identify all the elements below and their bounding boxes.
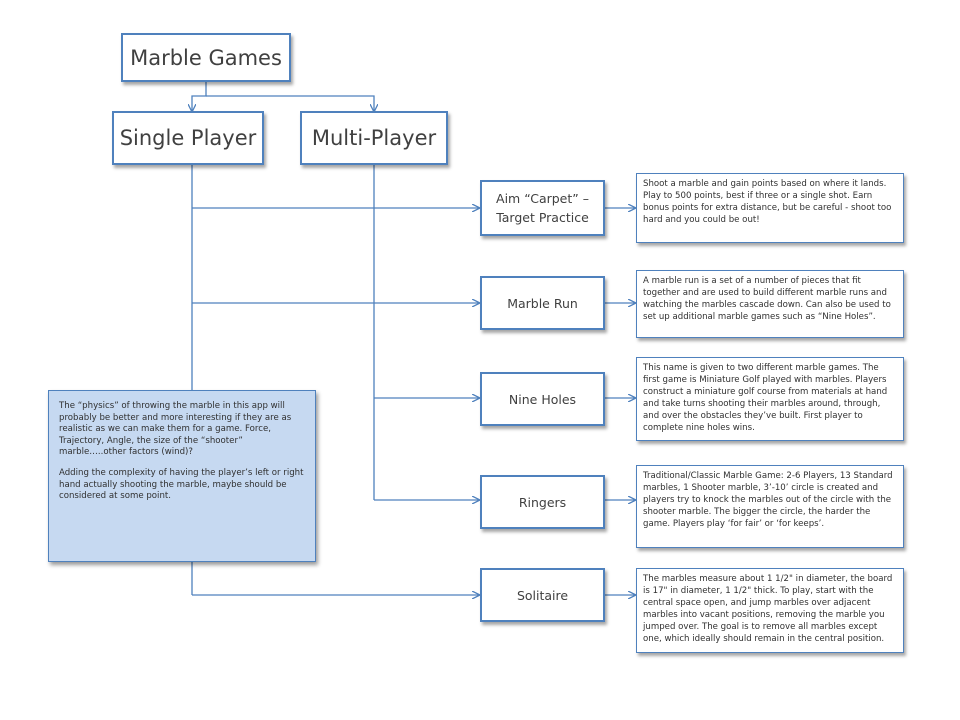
root-label: Marble Games — [130, 45, 282, 70]
multi-player-label: Multi-Player — [311, 126, 437, 150]
game-node-ringers: Ringers — [480, 475, 605, 529]
description-ringers: Traditional/Classic Marble Game: 2-6 Pla… — [636, 465, 904, 548]
root-node: Marble Games — [121, 33, 291, 82]
single-player-node: Single Player — [112, 111, 264, 165]
game-node-nine-holes: Nine Holes — [480, 372, 605, 426]
description-text: A marble run is a set of a number of pie… — [643, 276, 891, 322]
connector-root-single — [192, 82, 207, 111]
description-text: Shoot a marble and gain points based on … — [643, 179, 892, 225]
note-paragraph-hand: Adding the complexity of having the play… — [59, 467, 304, 502]
game-label: Ringers — [518, 494, 567, 510]
description-text: Traditional/Classic Marble Game: 2-6 Pla… — [643, 471, 893, 529]
description-text: This name is given to two different marb… — [643, 363, 888, 433]
description-text: The marbles measure about 1 1/2" in diam… — [643, 574, 893, 644]
note-paragraph-physics: The “physics” of throwing the marble in … — [59, 401, 292, 458]
description-aim-carpet: Shoot a marble and gain points based on … — [636, 173, 904, 243]
game-node-aim-carpet: Aim “Carpet” – Target Practice — [480, 180, 605, 236]
game-label: Solitaire — [516, 587, 569, 603]
description-nine-holes: This name is given to two different marb… — [636, 357, 904, 441]
single-player-label: Single Player — [119, 126, 257, 150]
game-label: Nine Holes — [508, 391, 577, 407]
game-node-marble-run: Marble Run — [480, 276, 605, 330]
game-label: Marble Run — [507, 295, 578, 311]
multi-player-node: Multi-Player — [300, 111, 448, 165]
description-marble-run: A marble run is a set of a number of pie… — [636, 270, 904, 338]
connector-root-multi — [206, 95, 374, 111]
physics-note: The “physics” of throwing the marble in … — [48, 390, 316, 562]
description-solitaire: The marbles measure about 1 1/2" in diam… — [636, 568, 904, 653]
game-label: Aim “Carpet” – Target Practice — [496, 191, 589, 225]
game-node-solitaire: Solitaire — [480, 568, 605, 622]
